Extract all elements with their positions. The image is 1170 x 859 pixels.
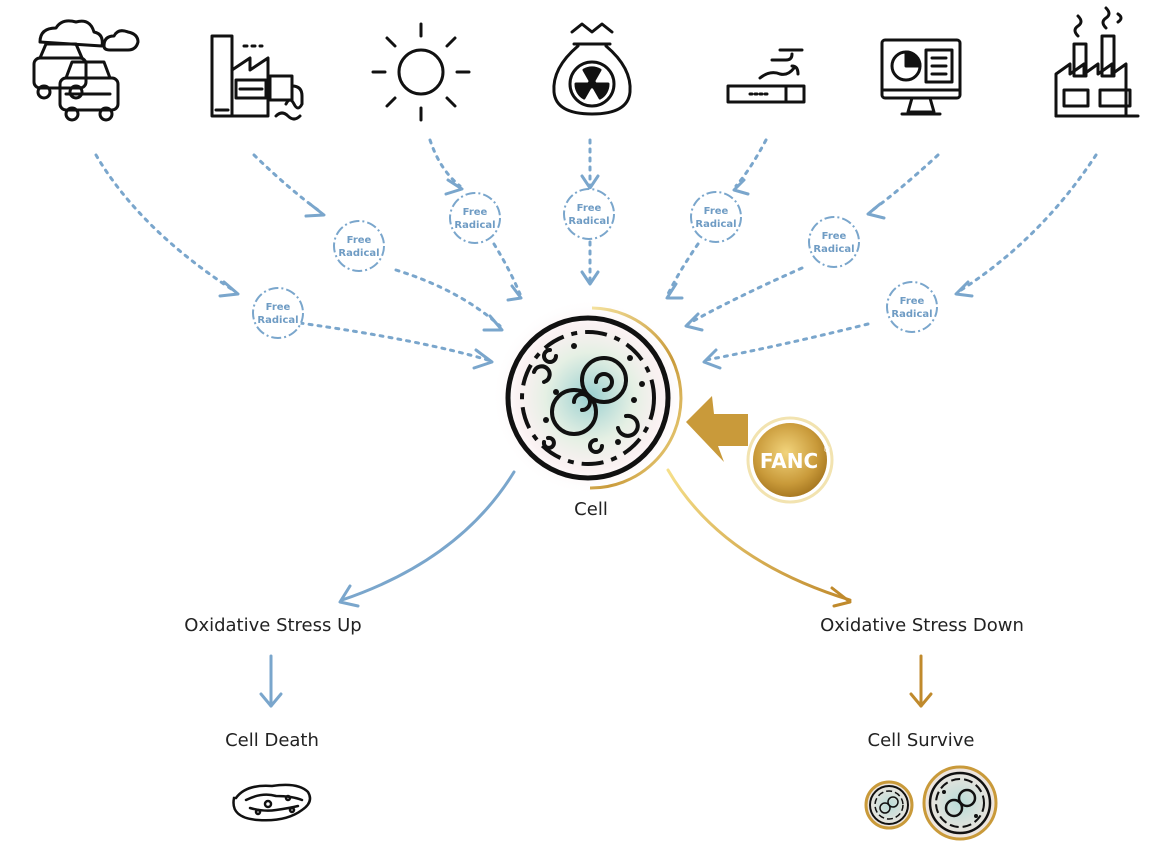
free-radical-bubble: Free Radical xyxy=(886,281,938,333)
traffic-pollution-icon xyxy=(32,19,140,122)
flow-arrowheads xyxy=(218,174,974,370)
cell-death-label: Cell Death xyxy=(225,730,319,751)
free-radical-bubble: Free Radical xyxy=(808,216,860,268)
radical-line2: Radical xyxy=(338,248,379,259)
free-radical-flow-arrows xyxy=(94,138,1098,362)
radical-line2: Radical xyxy=(568,216,609,227)
healthy-cells-icon xyxy=(864,765,998,841)
radical-line1: Free xyxy=(704,206,729,217)
industrial-plant-icon xyxy=(1054,6,1140,118)
radical-line1: Free xyxy=(822,231,847,242)
radioactive-waste-icon xyxy=(552,22,632,116)
fanc-mark: ® xyxy=(823,445,831,454)
radical-line2: Radical xyxy=(813,244,854,255)
radical-line1: Free xyxy=(900,296,925,307)
free-radical-bubble: Free Radical xyxy=(449,192,501,244)
radical-line1: Free xyxy=(463,207,488,218)
cell-survive-label: Cell Survive xyxy=(868,730,975,751)
cell-icon xyxy=(492,299,688,495)
fanc-badge: FANC ® xyxy=(746,416,834,504)
dead-cell-icon xyxy=(232,783,312,822)
radical-line1: Free xyxy=(266,302,291,313)
oxidative-stress-down-label: Oxidative Stress Down xyxy=(820,615,1024,636)
left-branch-arrow xyxy=(338,470,516,608)
down-arrow-left xyxy=(259,654,283,708)
radical-line2: Radical xyxy=(891,309,932,320)
computer-screen-icon xyxy=(880,38,962,116)
radical-line2: Radical xyxy=(454,220,495,231)
free-radical-bubble: Free Radical xyxy=(333,220,385,272)
cigarette-smoke-icon xyxy=(726,48,806,104)
free-radical-bubble: Free Radical xyxy=(690,191,742,243)
radical-line2: Radical xyxy=(257,315,298,326)
cell-label: Cell xyxy=(574,499,608,520)
sun-uv-icon xyxy=(371,22,471,122)
oxidative-stress-up-label: Oxidative Stress Up xyxy=(184,615,361,636)
free-radical-bubble: Free Radical xyxy=(252,287,304,339)
fanc-arrow xyxy=(686,396,748,462)
radical-line2: Radical xyxy=(695,219,736,230)
free-radical-bubble: Free Radical xyxy=(563,188,615,240)
down-arrow-right xyxy=(909,654,933,708)
radical-line1: Free xyxy=(577,203,602,214)
right-branch-arrow xyxy=(666,468,852,608)
fanc-label: FANC xyxy=(760,449,818,473)
factory-waste-icon xyxy=(210,34,304,121)
radical-line1: Free xyxy=(347,235,372,246)
